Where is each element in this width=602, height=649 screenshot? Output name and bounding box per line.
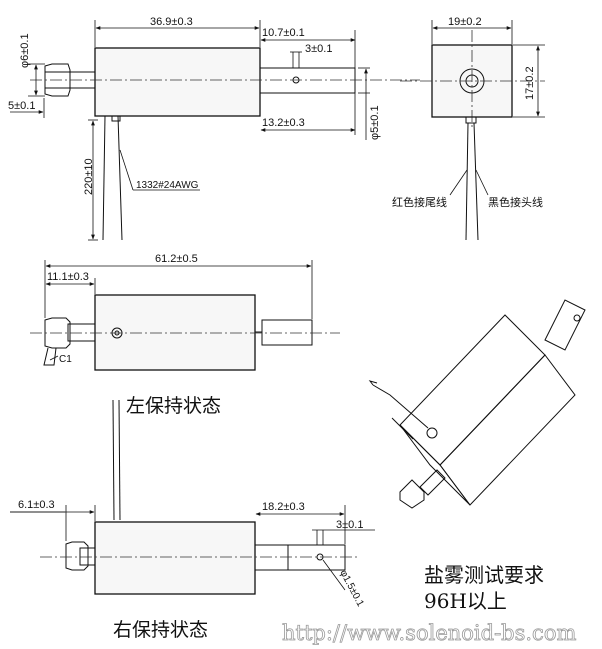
black-wire-label: 黑色接头线 (488, 195, 543, 209)
salt-spray-note-line2: 96H以上 (424, 589, 507, 613)
dim-shaft-length: 13.2±0.3 (262, 117, 305, 129)
dim-left-offset-right-state: 6.1±0.3 (18, 499, 55, 511)
iso-bottom-plunger (419, 469, 446, 496)
right-state-view: 6.1±0.3 18.2±0.3 3±0.1 φ1.5±0.1 右保持状态 (10, 399, 375, 641)
iso-terminal (426, 427, 438, 439)
dim-end-height: 17±0.2 (524, 66, 536, 100)
isometric-view (368, 299, 586, 509)
dim-hole-size-right-state: 3±0.1 (336, 519, 363, 531)
iso-body-bottom (399, 424, 471, 506)
iso-lead-wire (372, 384, 429, 429)
dim-overall-length: 36.9±0.3 (150, 16, 193, 28)
lead-wire-1 (102, 115, 106, 241)
dim-left-offset-left-state: 11.1±0.3 (47, 271, 89, 283)
red-wire-label: 红色接尾线 (392, 195, 447, 209)
dim-shaft-to-hole: 10.7±0.1 (262, 27, 305, 39)
black-wire (473, 122, 479, 241)
watermark-url: http://www.solenoid-bs.com (282, 621, 576, 645)
left-cap-left-state (44, 317, 71, 349)
dim-end-width: 19±0.2 (448, 16, 482, 28)
right-state-caption: 右保持状态 (113, 619, 208, 641)
dim-overall-left-state: 61.2±0.5 (155, 253, 198, 265)
right-shaft-right-state (254, 544, 346, 571)
solenoid-body-right-state (94, 521, 256, 595)
right-shaft-top (259, 67, 356, 94)
lead-exit (111, 115, 121, 122)
chamfer-detail (43, 347, 57, 366)
red-wire (465, 122, 469, 241)
dim-offset-5: 5±0.1 (8, 100, 35, 112)
solenoid-body-top (94, 47, 261, 117)
top-view: 36.9±0.3 10.7±0.1 3±0.1 13.2±0.3 φ5±0.1 … (8, 16, 420, 241)
left-state-view: 61.2±0.5 11.1±0.3 C1 左保持状态 (30, 253, 340, 417)
right-shaft-left-state (261, 319, 313, 346)
iso-bottom-cap (399, 479, 425, 509)
iso-body-front (399, 314, 546, 466)
dim-lead-length: 220±10 (83, 158, 95, 195)
end-view: 19±0.2 17±0.2 红色接尾线 黑色接头线 (392, 16, 545, 241)
dim-shaft-diameter: φ5±0.1 (369, 105, 381, 140)
chamfer-label: C1 (59, 354, 72, 365)
right-state-lead-2 (118, 399, 121, 521)
salt-spray-note-line1: 盐雾测试要求 (424, 563, 544, 587)
wire-spec-label: 1332#24AWG (136, 180, 199, 191)
dim-diameter-6: φ6±0.1 (19, 33, 31, 68)
lead-wire-2 (117, 115, 123, 241)
dim-hole-diameter: φ1.5±0.1 (337, 568, 366, 609)
iso-body-side (439, 354, 576, 506)
left-cap-top (44, 63, 71, 97)
left-state-caption: 左保持状态 (126, 395, 221, 417)
dim-hole-size: 3±0.1 (305, 43, 332, 55)
dim-shaft-length-right-state: 18.2±0.3 (262, 501, 305, 513)
iso-top-shaft (544, 299, 586, 351)
left-cap-right-state (65, 541, 89, 571)
right-state-lead-1 (112, 399, 115, 521)
